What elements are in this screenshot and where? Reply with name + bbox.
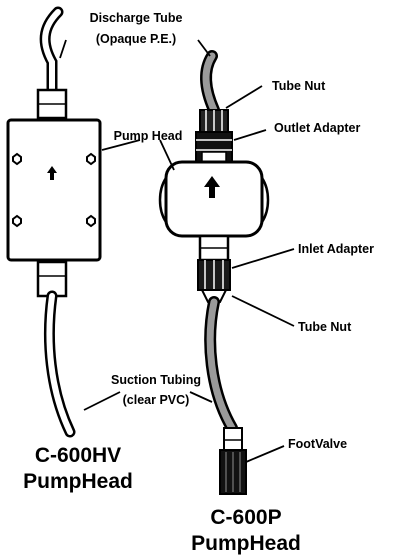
c600hv-pump [6,6,102,438]
p-tube-nut-bottom [197,259,231,303]
c600p-pumphead-title: PumpHead [191,532,301,555]
c600hv-model-title: C-600HV [35,444,121,467]
p-inlet-adapter [198,234,230,262]
p-pump-body [164,160,264,238]
pump-head-label: Pump Head [114,129,183,143]
tube-nut-top-label: Tube Nut [272,79,326,93]
discharge-tube-label: Discharge Tube [90,11,183,25]
c600hv-pumphead-title: PumpHead [23,470,133,493]
foot-valve-label: FootValve [288,437,347,451]
leader-lines [59,39,295,463]
hv-lower-fitting [36,260,68,298]
suction-tubing-label: Suction Tubing [111,373,201,387]
tube-nut-bottom-label: Tube Nut [298,320,352,334]
c600p-model-title: C-600P [210,506,281,529]
hv-flow-arrow-icon [47,166,57,180]
c600p-pump [158,50,270,495]
outlet-adapter-label: Outlet Adapter [274,121,360,135]
suction-tubing-sublabel: (clear PVC) [123,393,190,407]
p-tube-nut-top [199,109,229,133]
discharge-tube-sublabel: (Opaque P.E.) [96,32,176,46]
inlet-adapter-label: Inlet Adapter [298,242,374,256]
p-outlet-adapter [195,131,233,163]
p-flow-arrow-icon [204,176,220,198]
hv-screws [12,152,96,228]
hv-pump-body [6,118,102,262]
p-foot-valve [219,427,247,495]
